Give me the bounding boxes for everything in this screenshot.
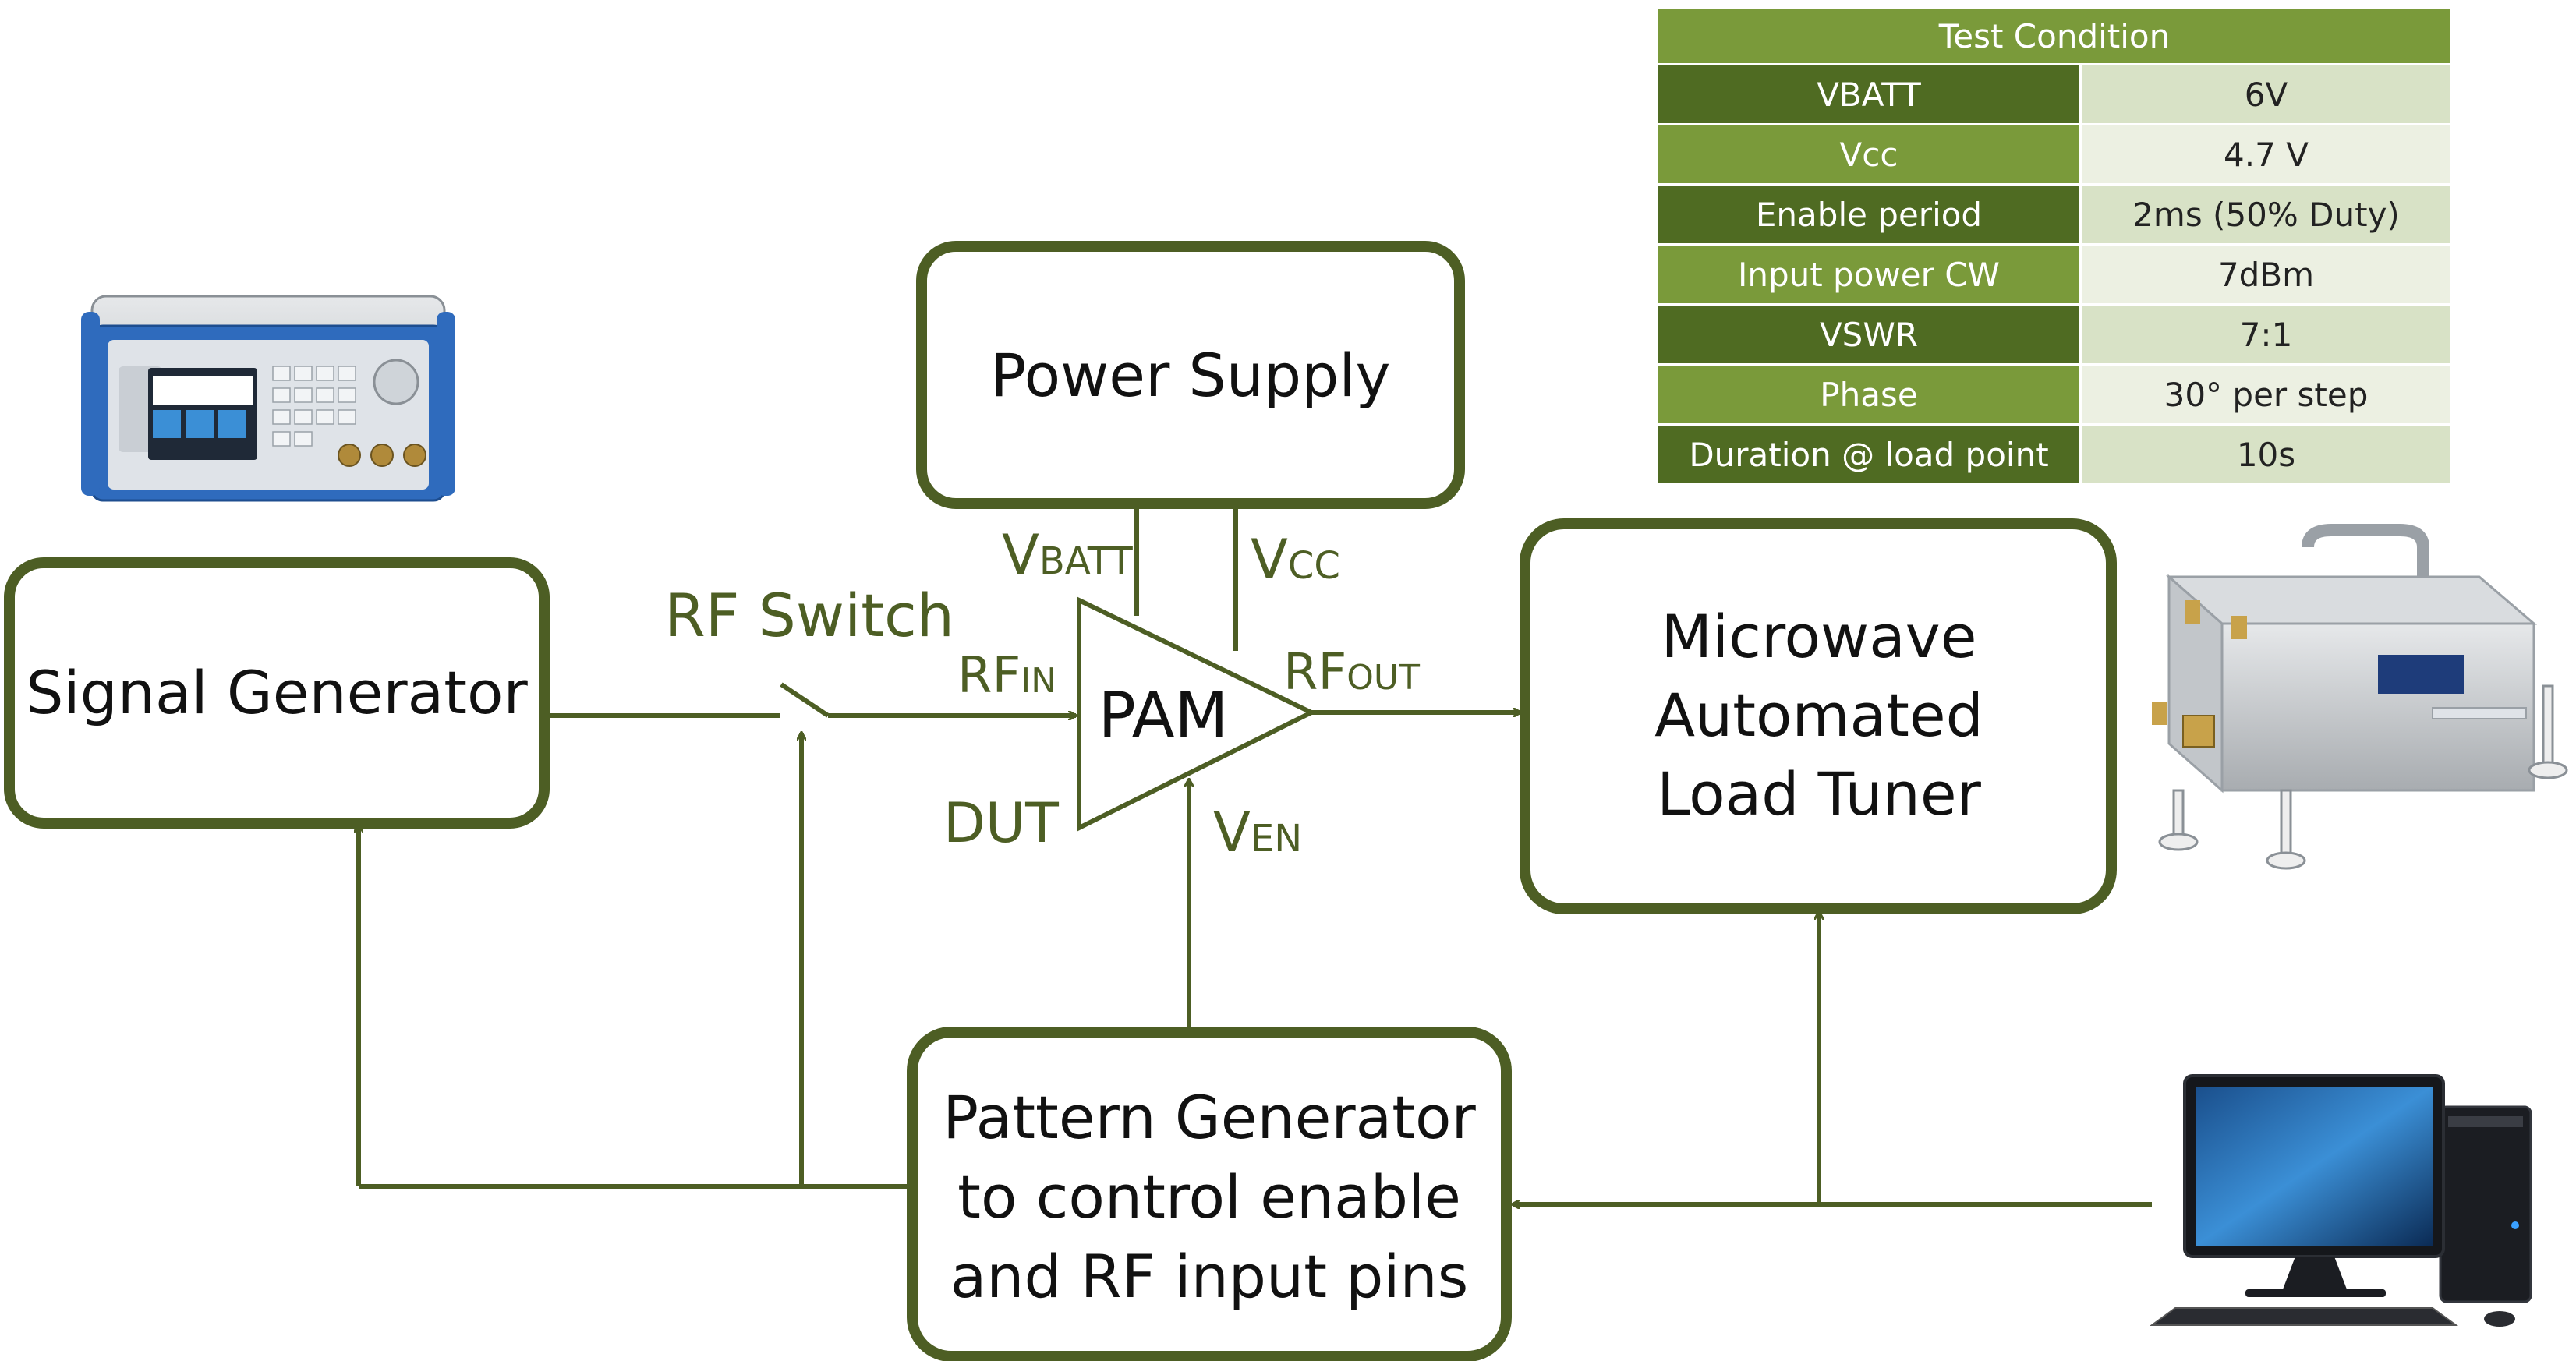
value-cell: 4.7 V [2079, 123, 2453, 186]
param-cell: Phase [1656, 363, 2082, 426]
dut-label: DUT [943, 791, 1059, 855]
power-supply-block: Power Supply [916, 241, 1465, 509]
pattern-generator-line-1: Pattern Generator [943, 1083, 1476, 1152]
rf-out-pin-label: RFOUT [1283, 644, 1420, 702]
vcc-pin-label: VCC [1251, 528, 1340, 592]
pattern-generator-line-3: and RF input pins [950, 1242, 1469, 1311]
signal-generator-label: Signal Generator [26, 658, 528, 727]
power-supply-label: Power Supply [991, 341, 1391, 410]
pam-amplifier: PAM [1077, 596, 1317, 832]
table-row: Input power CW 7dBm [1656, 243, 2453, 306]
connection-lines [359, 502, 2152, 1204]
param-cell: Input power CW [1656, 243, 2082, 306]
load-tuner-photo [2152, 524, 2568, 870]
test-condition-title: Test Condition [1656, 6, 2453, 65]
rf-in-pin-label: RFIN [957, 647, 1056, 705]
vbatt-pin-label: VBATT [1002, 523, 1133, 587]
table-row: Enable period 2ms (50% Duty) [1656, 183, 2453, 246]
value-cell: 7dBm [2079, 243, 2453, 306]
value-cell: 6V [2079, 63, 2453, 125]
value-cell: 7:1 [2079, 303, 2453, 366]
load-tuner-line-1: Microwave [1661, 602, 1976, 671]
param-cell: VSWR [1656, 303, 2082, 366]
table-row: VBATT 6V [1656, 63, 2453, 125]
pattern-generator-block: Pattern Generator to control enable and … [907, 1027, 1512, 1361]
pam-triangle [1077, 596, 1317, 832]
pam-label: PAM [1099, 679, 1229, 751]
load-tuner-block: Microwave Automated Load Tuner [1520, 518, 2117, 914]
ven-pin-label: VEN [1213, 801, 1302, 864]
table-row: Duration @ load point 10s [1656, 423, 2453, 486]
signal-generator-block: Signal Generator [4, 557, 550, 829]
param-cell: Duration @ load point [1656, 423, 2082, 486]
rf-switch-label: RF Switch [664, 581, 954, 650]
value-cell: 30° per step [2079, 363, 2453, 426]
table-row: VSWR 7:1 [1656, 303, 2453, 366]
load-tuner-line-2: Automated [1654, 680, 1983, 750]
table-row: Phase 30° per step [1656, 363, 2453, 426]
computer-photo [2149, 1074, 2532, 1327]
test-condition-table: Test Condition VBATT 6V Vcc 4.7 V Enable… [1656, 6, 2453, 486]
signal-generator-photo [81, 295, 455, 502]
value-cell: 2ms (50% Duty) [2079, 183, 2453, 246]
test-condition-header-row: Test Condition [1656, 6, 2453, 65]
param-cell: Enable period [1656, 183, 2082, 246]
table-row: Vcc 4.7 V [1656, 123, 2453, 186]
rf-switch-blade [780, 682, 830, 718]
value-cell: 10s [2079, 423, 2453, 486]
param-cell: Vcc [1656, 123, 2082, 186]
param-cell: VBATT [1656, 63, 2082, 125]
pattern-generator-line-2: to control enable [957, 1162, 1461, 1232]
load-tuner-line-3: Load Tuner [1657, 759, 1981, 829]
